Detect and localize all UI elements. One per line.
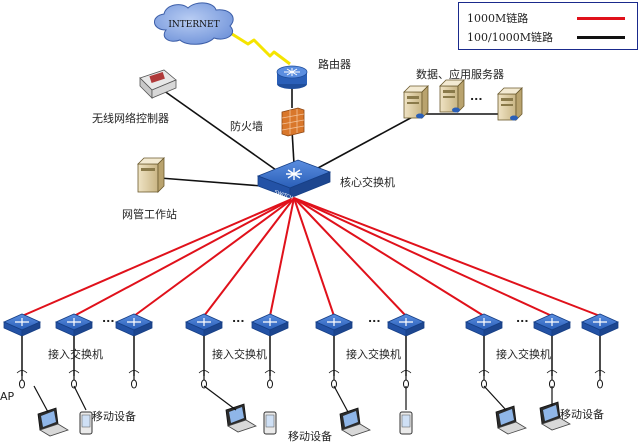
phone-icon-1	[79, 411, 93, 435]
phone-icon-3	[399, 411, 413, 435]
firewall-icon	[281, 107, 305, 137]
phone-icon-2	[263, 411, 277, 435]
access-switch-icon-1	[3, 313, 41, 337]
access-switch-label-4: 接入交换机	[496, 348, 551, 361]
link-core-servers	[317, 113, 419, 169]
server-icon-3	[497, 87, 523, 121]
access-switch-label-1: 接入交换机	[48, 348, 103, 361]
uplink-1000m-3	[133, 197, 295, 317]
access-switch-icon-4	[185, 313, 223, 337]
ellipsis-2: ...	[232, 312, 245, 325]
wireless-link-2	[73, 385, 87, 411]
ellipsis-3: ...	[368, 312, 381, 325]
access-switch-icon-2	[55, 313, 93, 337]
laptop-icon-3	[339, 407, 371, 437]
access-switch-icon-10	[581, 313, 619, 337]
mobile-devices-label-3: 移动设备	[560, 408, 604, 421]
laptop-icon-2	[225, 403, 257, 433]
workstation-label: 网管工作站	[122, 208, 177, 221]
mobile-devices-label-1: 移动设备	[92, 410, 136, 423]
access-switch-label-2: 接入交换机	[212, 348, 267, 361]
uplink-1000m-5	[269, 197, 295, 317]
ap-icon-8	[478, 370, 490, 389]
ap-icon-6	[328, 370, 340, 389]
ap-icon-2	[68, 370, 80, 389]
wireless-controller-icon	[139, 69, 177, 99]
internet-label: INTERNET	[168, 20, 219, 30]
wan-link-lightning	[231, 32, 291, 66]
access-switch-icon-3	[115, 313, 153, 337]
ap-icon-4	[198, 370, 210, 389]
legend-swatch-1000m	[577, 17, 625, 20]
uplink-1000m-10	[293, 197, 601, 317]
ap-icon-1	[16, 370, 28, 389]
server-group	[403, 79, 523, 121]
legend-item-1000m: 1000M链路	[459, 8, 637, 26]
legend: 1000M链路 100/1000M链路	[458, 2, 638, 50]
uplink-1000m-8	[293, 197, 485, 317]
link-core-controller	[159, 87, 277, 171]
wireless-controller-label: 无线网络控制器	[92, 112, 169, 125]
access-switch-icon-5	[251, 313, 289, 337]
link-core-workstation	[159, 177, 263, 187]
router-label: 路由器	[318, 58, 351, 71]
ap-icon-10	[594, 370, 606, 389]
wireless-link-4	[333, 385, 349, 413]
server-icon-2	[439, 79, 465, 113]
uplink-1000m-6	[293, 197, 335, 317]
uplink-1000m-1	[21, 197, 295, 317]
wireless-link-1	[33, 385, 49, 413]
access-switch-icon-9	[533, 313, 571, 337]
access-switch-icon-7	[387, 313, 425, 337]
router-icon	[276, 65, 308, 89]
legend-label-100-1000m: 100/1000M链路	[467, 31, 553, 44]
ellipsis-servers: ...	[470, 90, 483, 103]
ap-icon-5	[264, 370, 276, 389]
mobile-devices-label-2: 移动设备	[288, 430, 332, 443]
firewall-label: 防火墙	[230, 120, 263, 133]
ap-label: AP	[0, 390, 15, 403]
link-core-firewall	[291, 129, 295, 165]
legend-item-100-1000m: 100/1000M链路	[459, 27, 637, 45]
wireless-link-6	[483, 385, 507, 411]
core-switch-icon	[256, 159, 332, 199]
workstation-icon	[137, 157, 165, 193]
uplink-1000m-4	[203, 197, 295, 317]
ap-icon-3	[128, 370, 140, 389]
laptop-icon-1	[37, 407, 69, 437]
wireless-link-3	[203, 385, 237, 411]
core-switch-label: 核心交换机	[340, 176, 395, 189]
ellipsis-4: ...	[516, 312, 529, 325]
servers-label: 数据、应用服务器	[416, 68, 504, 81]
uplink-1000m-2	[73, 197, 295, 317]
laptop-icon-4	[495, 405, 527, 435]
legend-label-1000m: 1000M链路	[467, 12, 529, 25]
uplink-1000m-group	[21, 197, 601, 317]
uplink-1000m-7	[293, 197, 407, 317]
core-black-links	[159, 86, 498, 187]
access-switch-label-3: 接入交换机	[346, 348, 401, 361]
access-layer	[3, 313, 619, 437]
ellipsis-1: ...	[102, 312, 115, 325]
access-switch-icon-8	[465, 313, 503, 337]
uplink-1000m-9	[293, 197, 553, 317]
legend-swatch-100-1000m	[577, 36, 625, 39]
internet-cloud	[154, 2, 234, 45]
access-switch-icon-6	[315, 313, 353, 337]
server-icon-1	[403, 85, 429, 119]
